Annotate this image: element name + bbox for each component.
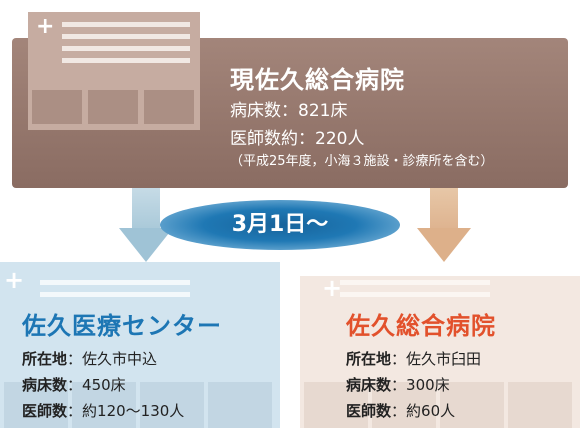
building-slat [40, 280, 190, 285]
general-hospital-doctors: 医師数：約60人 [346, 402, 456, 420]
medical-center-location: 所在地：佐久市中込 [22, 350, 158, 368]
building-slat [62, 58, 190, 63]
medical-center-title: 佐久医療センター [22, 312, 222, 340]
down-arrow-icon [132, 188, 160, 230]
location-value: 佐久市臼田 [406, 350, 482, 368]
location-label: 所在地 [346, 350, 392, 368]
down-arrow-icon [417, 228, 471, 262]
building-window [508, 382, 572, 428]
medical-center-beds: 病床数：450床 [22, 376, 126, 394]
date-badge [160, 200, 400, 250]
current-hospital-title: 現佐久総合病院 [230, 66, 405, 94]
general-hospital-location: 所在地：佐久市臼田 [346, 350, 482, 368]
building-window [140, 382, 204, 428]
building-window [72, 382, 136, 428]
down-arrow-icon [119, 228, 173, 262]
building-window [4, 382, 68, 428]
building-window [440, 382, 504, 428]
beds-value: 450床 [82, 376, 126, 394]
beds-value: 300床 [406, 376, 450, 394]
location-value: 佐久市中込 [82, 350, 158, 368]
building-slat [40, 292, 190, 297]
doctors-label: 医師数 [22, 402, 68, 420]
medical-center-doctors: 医師数：約120～130人 [22, 402, 185, 420]
beds-label: 病床数 [22, 376, 68, 394]
building-slat [62, 34, 190, 39]
building-slat [62, 46, 190, 51]
medical-cross-icon: + [36, 14, 55, 39]
general-hospital-card: + [300, 276, 580, 428]
building-window [372, 382, 436, 428]
building-icon: + [28, 12, 200, 130]
location-label: 所在地 [22, 350, 68, 368]
building-slat [340, 292, 490, 297]
building-slat [62, 22, 190, 27]
doctors-value: 約120～130人 [82, 402, 185, 420]
down-arrow-icon [430, 188, 458, 230]
current-note: （平成25年度，小海３施設・診療所を含む） [230, 154, 494, 169]
current-beds: 病床数：821床 [230, 101, 348, 121]
doctors-value: 約60人 [406, 402, 456, 420]
medical-center-card: + [0, 262, 280, 428]
date-label: 3月1日～ [231, 212, 329, 237]
medical-cross-icon: + [322, 274, 343, 302]
building-window [88, 90, 138, 124]
doctors-label: 医師数 [346, 402, 392, 420]
general-hospital-beds: 病床数：300床 [346, 376, 450, 394]
current-doctors: 医師数約：220人 [230, 129, 365, 149]
building-window [144, 90, 194, 124]
building-window [32, 90, 82, 124]
medical-cross-icon: + [4, 266, 25, 294]
building-slat [340, 280, 490, 285]
beds-label: 病床数 [346, 376, 392, 394]
building-window [208, 382, 272, 428]
general-hospital-title: 佐久総合病院 [346, 312, 496, 340]
building-window [304, 382, 368, 428]
